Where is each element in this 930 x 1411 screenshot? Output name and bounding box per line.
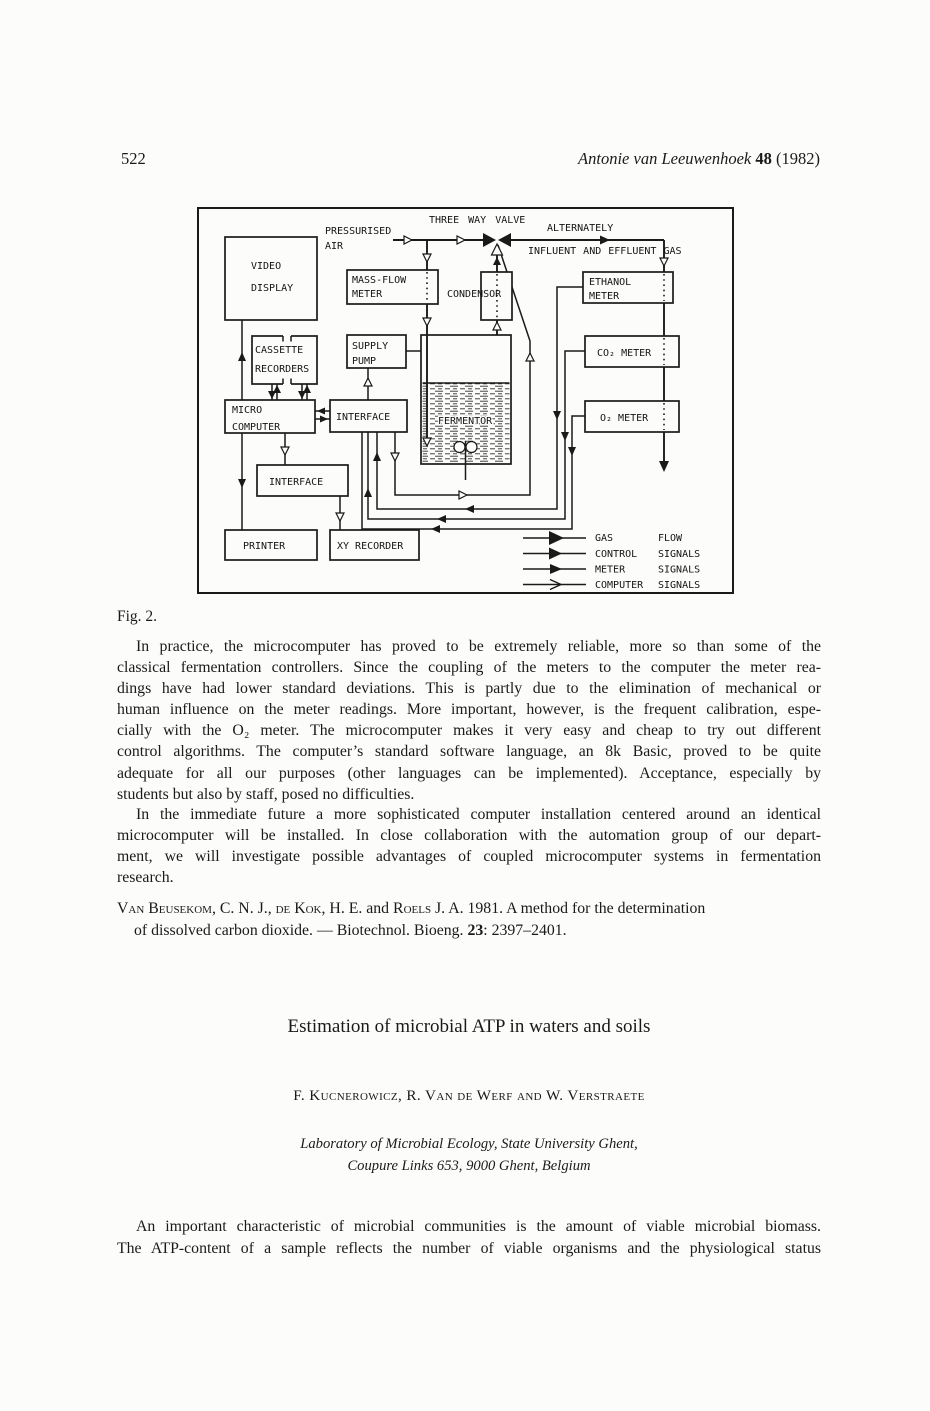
journal-year: (1982)	[776, 149, 820, 168]
text-line: adequate for all our purposes (other lan…	[117, 764, 821, 782]
legend-control: CONTROL	[595, 549, 637, 560]
svg-text:PUMP: PUMP	[352, 356, 376, 367]
reference-line: Van Beusekom, C. N. J., de Kok, H. E. an…	[117, 900, 706, 917]
supply-pump-label: SUPPLY	[352, 341, 388, 352]
text-line: microcomputer will be installed. In clos…	[117, 827, 821, 845]
co2-meter-label: CO₂ METER	[597, 348, 652, 359]
text-line: students but also by staff, posed no dif…	[117, 785, 415, 803]
article-title: Estimation of microbial ATP in waters an…	[287, 1016, 651, 1037]
fermentor-label: FERMENTOR	[438, 416, 493, 427]
affiliation-line-1: Laboratory of Microbial Ecology, State U…	[300, 1136, 638, 1152]
printer-box	[224, 529, 318, 561]
text-line: An important characteristic of microbial…	[136, 1218, 821, 1235]
legend-computer: COMPUTER	[595, 580, 644, 591]
affiliation-line-2: Coupure Links 653, 9000 Ghent, Belgium	[347, 1157, 591, 1174]
text-line: control algorithms. The computer’s stand…	[117, 743, 821, 761]
pressurised-air-label: PRESSURISED	[325, 226, 391, 237]
micro-computer-box	[224, 399, 316, 434]
reference-line: of dissolved carbon dioxide. — Biotechno…	[134, 922, 567, 940]
text-line: human influence on the meter readings. M…	[117, 701, 821, 719]
svg-text:COMPUTER: COMPUTER	[232, 422, 281, 433]
xy-recorder-box	[329, 529, 420, 561]
video-display-label: VIDEO	[251, 261, 281, 272]
alternately-label: ALTERNATELY	[547, 223, 613, 234]
journal-name: Antonie van Leeuwenhoek	[578, 149, 752, 168]
interface-bottom-label: INTERFACE	[269, 477, 323, 488]
svg-text:METER: METER	[589, 291, 620, 302]
legend-meter-signals: SIGNALS	[658, 565, 700, 576]
ethanol-meter-box	[582, 271, 674, 304]
svg-text:DISPLAY: DISPLAY	[251, 283, 293, 294]
figure-border	[197, 207, 734, 594]
interface-top-box	[329, 399, 408, 433]
svg-text:METER: METER	[352, 289, 383, 300]
condensor-label: CONDENSOR	[447, 289, 502, 300]
cassette-recorders-label: CASSETTE	[255, 345, 303, 356]
mass-flow-meter-box	[346, 269, 439, 305]
text-line: classical fermentation controllers. Sinc…	[117, 659, 821, 677]
reference-entry: Van Beusekom, C. N. J., de Kok, H. E. an…	[117, 898, 821, 943]
legend-control-signals: SIGNALS	[658, 549, 700, 560]
article-intro-paragraph: An important characteristic of microbial…	[117, 1216, 821, 1260]
text-line: In practice, the microcomputer has prove…	[136, 638, 821, 655]
text-line: ment, we will investigate possible advan…	[117, 848, 821, 866]
paragraph-2: In the immediate future a more sophistic…	[117, 804, 821, 888]
legend-computer-signals: SIGNALS	[658, 580, 700, 591]
stirrer-icon	[453, 440, 478, 480]
text-line: cially with the O₂ meter. The microcompu…	[117, 722, 821, 740]
xy-recorder-label: XY RECORDER	[337, 541, 404, 552]
fermentation-system-diagram: GAS FLOW CONTROL SIGNALS METER SIGNALS C…	[197, 207, 734, 594]
svg-text:RECORDERS: RECORDERS	[255, 364, 309, 375]
paragraph-1: In practice, the microcomputer has prove…	[117, 636, 821, 805]
figure-caption: Fig. 2.	[117, 608, 158, 625]
text-line: The ATP-content of a sample reflects the…	[117, 1240, 821, 1257]
svg-text:AIR: AIR	[325, 241, 344, 252]
three-way-valve-label: THREE WAY VALVE	[429, 215, 525, 226]
legend-meter: METER	[595, 565, 626, 576]
article-affiliation: Laboratory of Microbial Ecology, State U…	[117, 1134, 821, 1177]
legend-gas: GAS	[595, 533, 613, 544]
printer-label: PRINTER	[243, 541, 286, 552]
influent-effluent-label: INFLUENT AND EFFLUENT GAS	[528, 246, 682, 257]
legend: GAS FLOW CONTROL SIGNALS METER SIGNALS C…	[523, 531, 700, 591]
text-line: dings have had lower standard deviations…	[117, 680, 821, 698]
diagram-labels: VIDEO DISPLAY CASSETTE RECORDERS MASS-FL…	[232, 215, 682, 552]
three-way-valve-icon	[483, 233, 511, 256]
text-line: In the immediate future a more sophistic…	[136, 806, 821, 823]
journal-header: Antonie van Leeuwenhoek 48 (1982)	[578, 149, 820, 169]
ethanol-meter-label: ETHANOL	[589, 277, 631, 288]
mass-flow-meter-label: MASS-FLOW	[352, 275, 407, 286]
page-number: 522	[121, 149, 146, 168]
o2-meter-label: O₂ METER	[600, 413, 649, 424]
journal-volume: 48	[755, 149, 772, 168]
co2-meter-box	[584, 335, 680, 368]
text-line: research.	[117, 869, 174, 887]
cassette-recorders-box	[251, 335, 318, 385]
diagram-arrows	[238, 235, 669, 533]
interface-top-label: INTERFACE	[336, 412, 390, 423]
supply-pump-box	[346, 334, 407, 369]
sensor-dotted-columns	[426, 272, 665, 430]
video-display-box	[224, 236, 318, 321]
o2-meter-box	[584, 400, 680, 433]
legend-flow: FLOW	[658, 533, 683, 544]
interface-bottom-box	[256, 464, 349, 497]
micro-computer-label: MICRO	[232, 405, 262, 416]
article-authors: F. Kucnerowicz, R. Van de Werf and W. Ve…	[293, 1087, 645, 1104]
